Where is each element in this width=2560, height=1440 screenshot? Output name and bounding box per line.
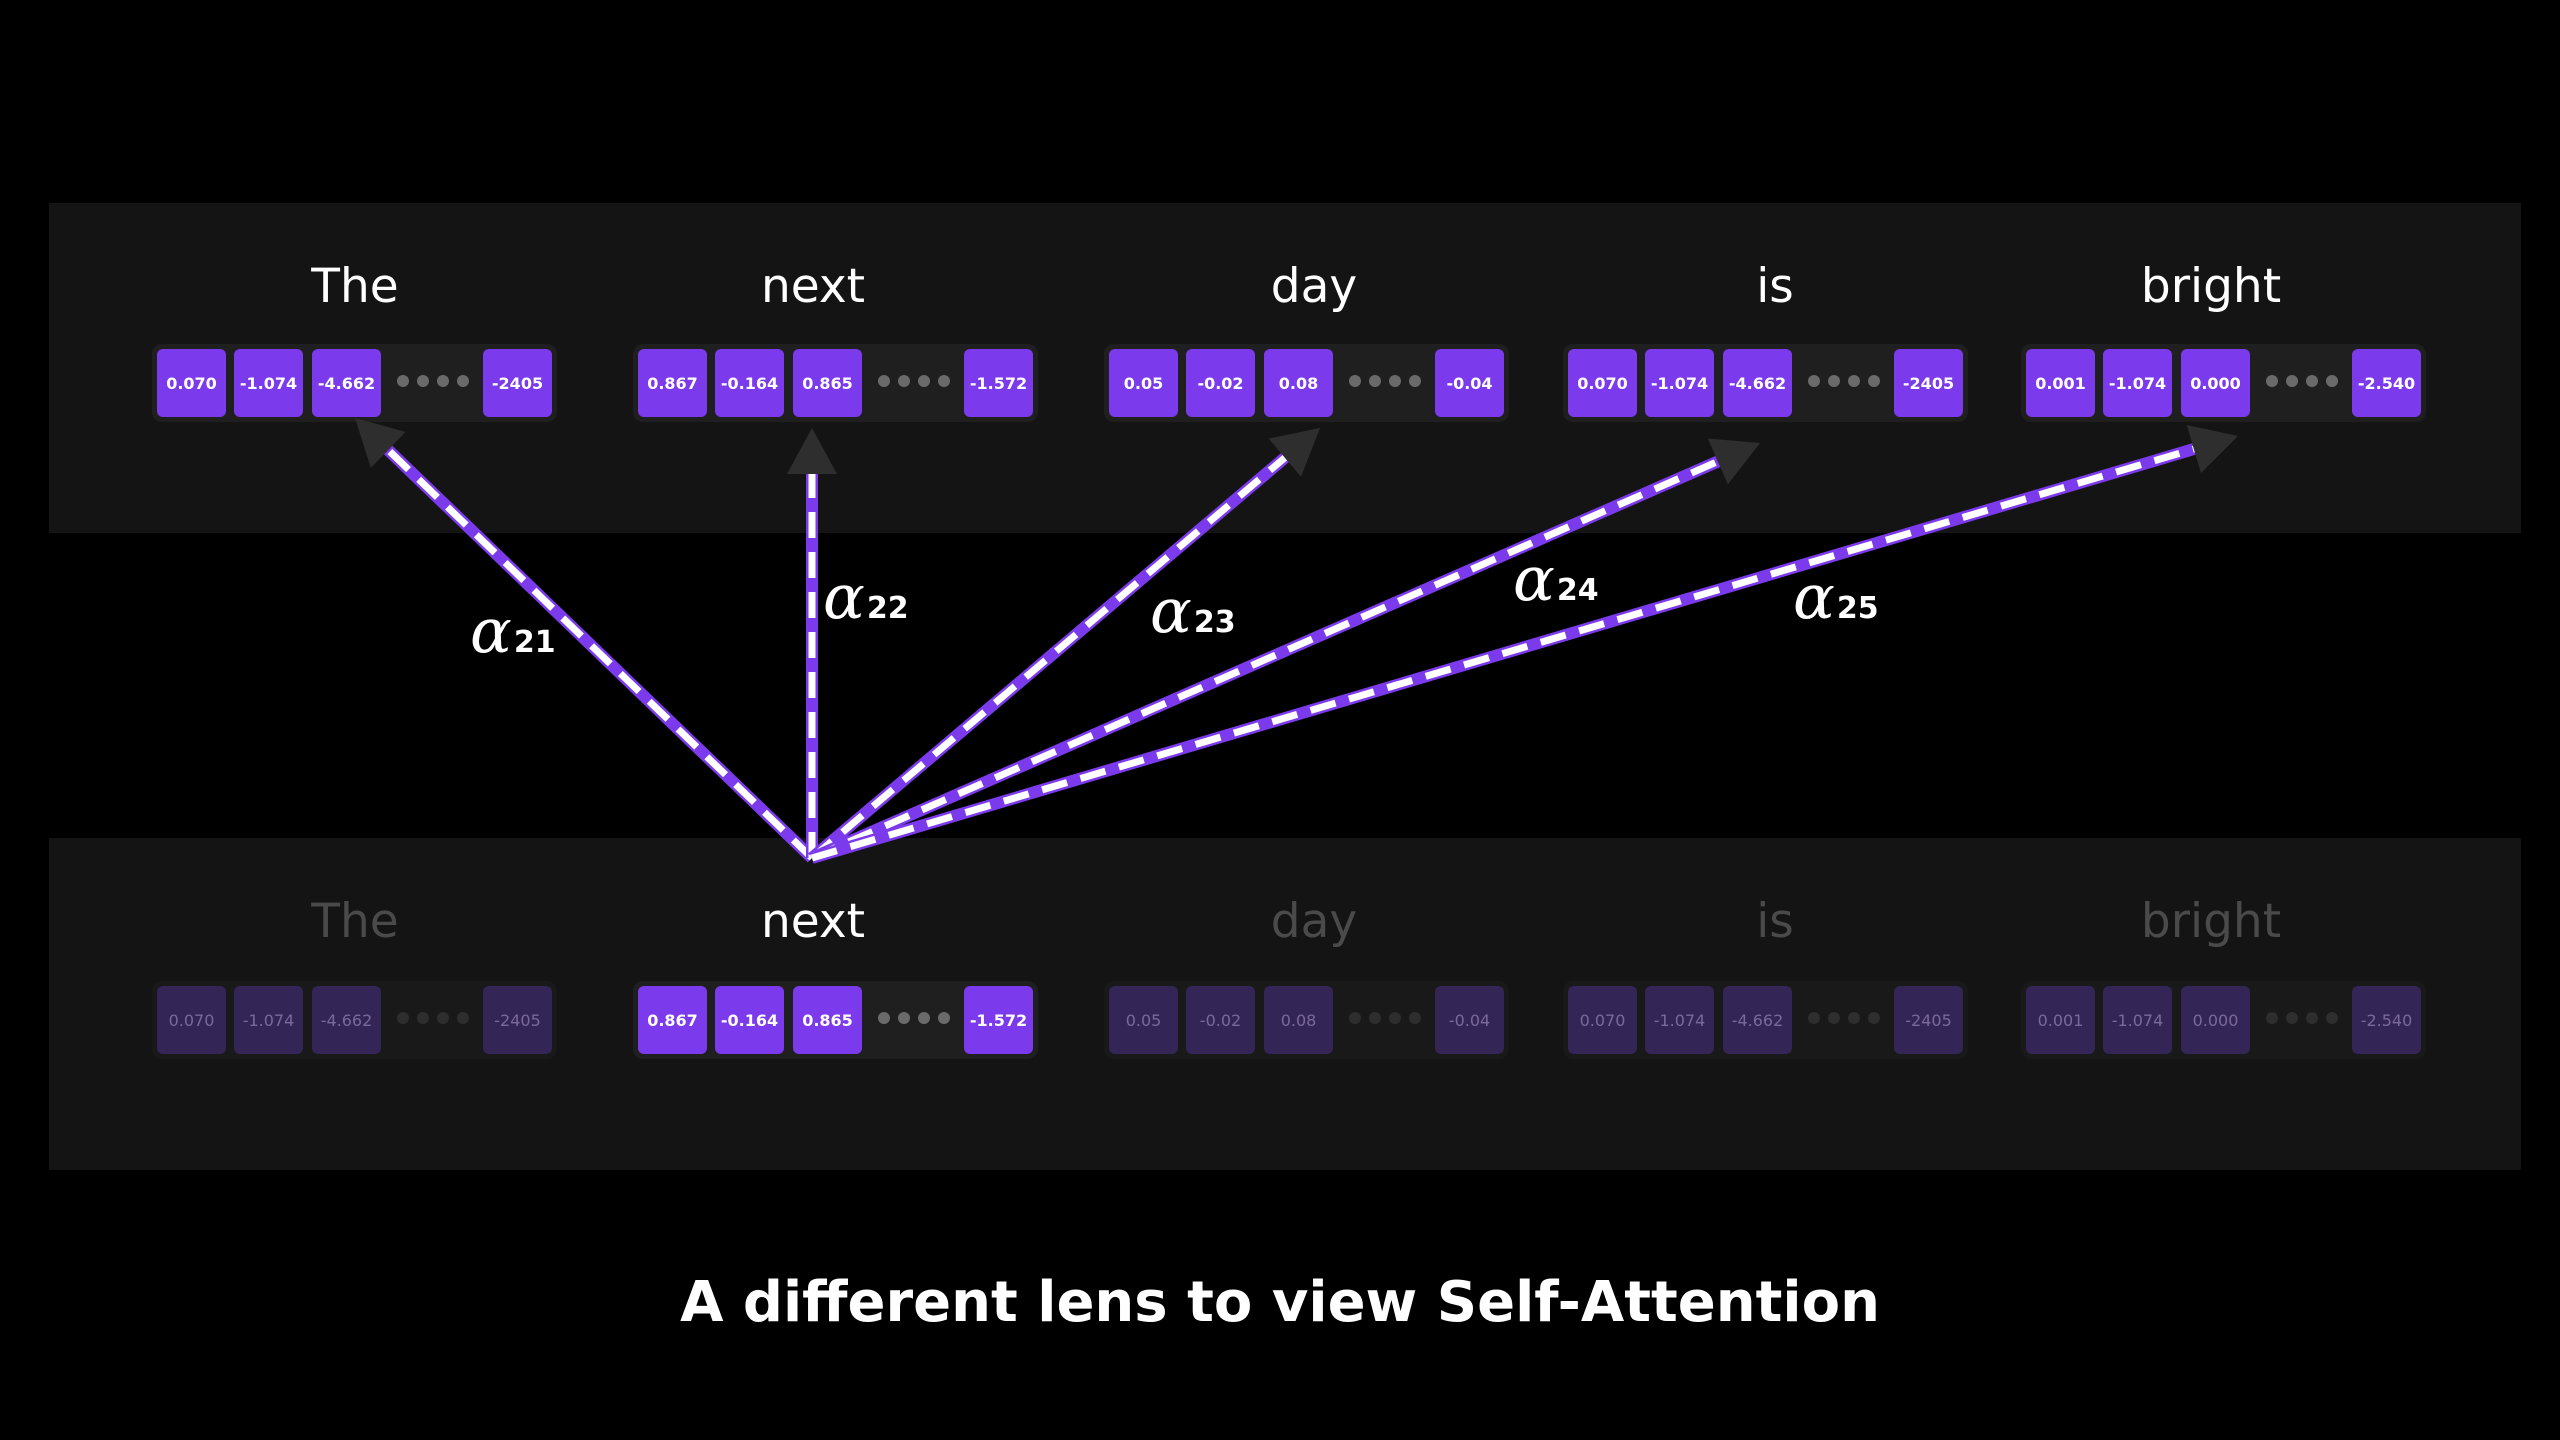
embedding-value: -2405: [1894, 349, 1963, 417]
embedding-value: -1.074: [1645, 349, 1714, 417]
embedding-value: -0.164: [715, 986, 784, 1054]
embedding-vector: 0.070-1.074-4.662 -2405: [152, 344, 557, 422]
embedding-value: 0.070: [1568, 349, 1637, 417]
embedding-value: -4.662: [312, 986, 381, 1054]
arrowhead-icon: [1707, 438, 1760, 485]
embedding-vector: 0.070-1.074-4.662 -2405: [152, 981, 557, 1059]
token-word: next: [760, 259, 866, 314]
attention-weight-label: α22: [823, 566, 909, 628]
alpha-subscript: 21: [513, 625, 556, 660]
alpha-symbol: α: [1513, 542, 1555, 615]
token-word: The: [311, 894, 399, 949]
attention-line-dash: [810, 458, 1720, 862]
alpha-subscript: 25: [1836, 591, 1879, 626]
token-word: bright: [2140, 894, 2282, 949]
embedding-value: -1.074: [2103, 349, 2172, 417]
embedding-value: -4.662: [312, 349, 381, 417]
ellipsis-dots: [1349, 375, 1421, 387]
attention-line-dash: [809, 455, 1288, 861]
embedding-value: -0.02: [1186, 986, 1255, 1054]
token-word: is: [1756, 259, 1794, 314]
arrowhead-icon: [355, 418, 406, 468]
ellipsis-dots: [1808, 375, 1880, 387]
token-word: is: [1756, 894, 1794, 949]
embedding-value: -0.164: [715, 349, 784, 417]
ellipsis-dots: [397, 375, 469, 387]
embedding-value: -1.074: [234, 986, 303, 1054]
ellipsis-dots: [878, 375, 950, 387]
embedding-value: -4.662: [1723, 349, 1792, 417]
alpha-symbol: α: [1793, 560, 1835, 633]
alpha-symbol: α: [470, 594, 512, 667]
arrowhead-icon: [2186, 425, 2238, 474]
embedding-value: -2.540: [2352, 349, 2421, 417]
attention-line-dash: [385, 447, 815, 861]
attention-weight-label: α23: [1150, 580, 1236, 642]
embedding-value: 0.000: [2181, 986, 2250, 1054]
ellipsis-dots: [2266, 1012, 2338, 1024]
embedding-value: 0.865: [793, 986, 862, 1054]
token-word: day: [1270, 259, 1358, 314]
embedding-value: -0.04: [1435, 986, 1504, 1054]
token-word: next: [760, 894, 866, 949]
embedding-value: 0.000: [2181, 349, 2250, 417]
attention-weight-label: α24: [1513, 548, 1599, 610]
alpha-symbol: α: [1150, 574, 1192, 647]
ellipsis-dots: [1349, 1012, 1421, 1024]
ellipsis-dots: [397, 1012, 469, 1024]
ellipsis-dots: [2266, 375, 2338, 387]
embedding-value: 0.05: [1109, 349, 1178, 417]
embedding-vector: 0.070-1.074-4.662 -2405: [1563, 981, 1968, 1059]
alpha-subscript: 23: [1193, 605, 1236, 640]
embedding-value: -1.074: [2103, 986, 2172, 1054]
embedding-value: 0.867: [638, 986, 707, 1054]
embedding-value: 0.867: [638, 349, 707, 417]
embedding-value: -2405: [483, 986, 552, 1054]
embedding-value: 0.070: [157, 986, 226, 1054]
attention-line-dash: [811, 445, 2195, 862]
token-word: The: [311, 259, 399, 314]
embedding-value: -0.02: [1186, 349, 1255, 417]
ellipsis-dots: [878, 1012, 950, 1024]
embedding-value: -2.540: [2352, 986, 2421, 1054]
embedding-value: 0.08: [1264, 349, 1333, 417]
arrowhead-icon: [787, 428, 837, 474]
embedding-value: 0.070: [157, 349, 226, 417]
embedding-value: -1.074: [1645, 986, 1714, 1054]
embedding-value: -1.074: [234, 349, 303, 417]
embedding-value: 0.865: [793, 349, 862, 417]
arrowhead-icon: [1268, 428, 1320, 477]
embedding-value: -1.572: [964, 349, 1033, 417]
embedding-value: -0.04: [1435, 349, 1504, 417]
alpha-subscript: 24: [1556, 573, 1599, 608]
embedding-value: -2405: [1894, 986, 1963, 1054]
embedding-value: 0.08: [1264, 986, 1333, 1054]
embedding-value: -4.662: [1723, 986, 1792, 1054]
attention-weight-label: α25: [1793, 566, 1879, 628]
alpha-symbol: α: [823, 560, 865, 633]
attention-weight-label: α21: [470, 600, 556, 662]
embedding-value: 0.070: [1568, 986, 1637, 1054]
embedding-value: 0.05: [1109, 986, 1178, 1054]
embedding-value: -1.572: [964, 986, 1033, 1054]
caption: A different lens to view Self-Attention: [680, 1270, 1880, 1335]
embedding-vector: 0.070-1.074-4.662 -2405: [1563, 344, 1968, 422]
embedding-value: 0.001: [2026, 986, 2095, 1054]
embedding-value: -2405: [483, 349, 552, 417]
alpha-subscript: 22: [866, 591, 909, 626]
ellipsis-dots: [1808, 1012, 1880, 1024]
token-word: day: [1270, 894, 1358, 949]
token-word: bright: [2140, 259, 2282, 314]
embedding-value: 0.001: [2026, 349, 2095, 417]
